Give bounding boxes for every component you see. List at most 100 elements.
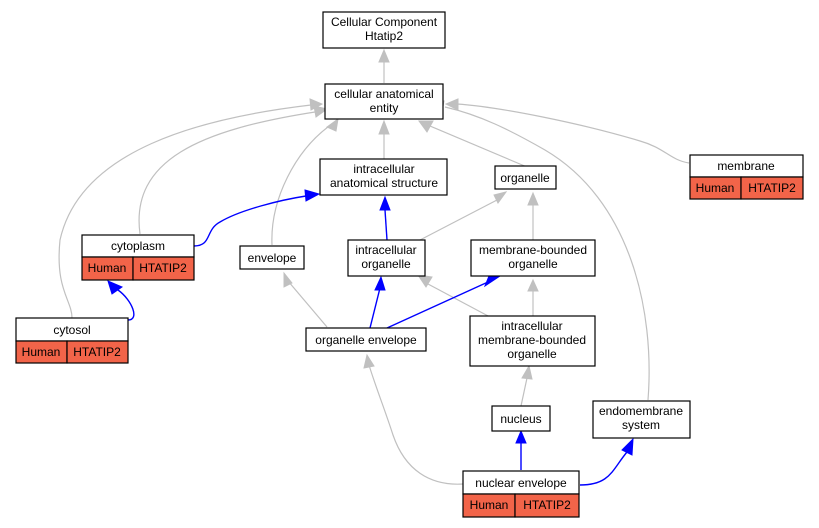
edge-ne-to-oe	[368, 364, 464, 485]
arrowhead	[418, 120, 434, 133]
arrowhead	[313, 105, 329, 118]
node-label: intracellular	[355, 243, 416, 257]
node-box	[491, 405, 551, 432]
node-box	[305, 327, 427, 352]
gene-cell	[740, 176, 804, 200]
node-box	[592, 400, 691, 439]
edge-endo-to-cae	[444, 106, 650, 401]
node-intracellular-anatomical-structure[interactable]: intracellular anatomical structure	[319, 158, 448, 196]
part-of-edges	[117, 195, 628, 486]
gene-label: HTATIP2	[139, 261, 187, 275]
arrowhead	[309, 98, 324, 111]
node-label: membrane	[717, 159, 775, 173]
species-label: Human	[470, 498, 509, 512]
node-envelope[interactable]: envelope	[239, 245, 305, 270]
node-label: intracellular	[501, 319, 562, 333]
node-intracellular-membrane-bounded-organelle[interactable]: intracellular membrane-bounded organelle	[469, 315, 596, 367]
node-label: organelle	[508, 257, 558, 271]
species-label: Human	[22, 345, 61, 359]
node-box	[494, 165, 557, 190]
node-membrane[interactable]: membrane Human HTATIP2	[689, 154, 804, 200]
gene-label: HTATIP2	[523, 498, 571, 512]
node-box	[319, 158, 448, 196]
node-label: Cellular Component	[331, 15, 438, 29]
arrowhead	[363, 353, 375, 369]
edge-imbo-to-io	[427, 283, 491, 318]
node-box	[347, 239, 426, 277]
edge-organelle-to-cae	[429, 125, 528, 168]
edge-io-to-organelle	[419, 199, 498, 241]
node-label: organelle	[361, 257, 411, 271]
gene-cell	[514, 493, 580, 518]
node-label: membrane-bounded	[478, 333, 586, 347]
node-label: Htatip2	[365, 29, 403, 43]
arrowhead	[283, 271, 293, 288]
node-cellular-component[interactable]: Cellular Component Htatip2	[322, 11, 446, 49]
edge-membrane-to-cae	[456, 103, 690, 164]
node-label: membrane-bounded	[479, 243, 587, 257]
species-label: Human	[696, 181, 735, 195]
arrowhead	[379, 195, 391, 211]
arrowhead	[304, 189, 321, 202]
node-label: organelle	[500, 171, 550, 185]
edge-cytoplasm-to-cae	[138, 111, 316, 235]
edge-oe-to-mbo	[386, 281, 489, 329]
node-label: cellular anatomical	[334, 87, 433, 101]
node-membrane-bounded-organelle[interactable]: membrane-bounded organelle	[470, 239, 596, 277]
node-label: cytoplasm	[111, 239, 165, 253]
gene-label: HTATIP2	[73, 345, 121, 359]
node-cytosol[interactable]: cytosol Human HTATIP2	[15, 317, 129, 364]
node-label: organelle envelope	[315, 333, 417, 347]
node-label: entity	[370, 101, 399, 115]
arrowhead	[378, 119, 390, 135]
node-organelle[interactable]: organelle	[494, 165, 557, 190]
node-label: cytosol	[53, 323, 90, 337]
node-box	[322, 11, 446, 49]
arrowhead	[527, 278, 539, 292]
node-label: envelope	[248, 251, 297, 265]
node-box	[469, 315, 596, 367]
node-box	[324, 83, 444, 120]
edge-cytosol-to-cytoplasm	[117, 289, 135, 321]
node-endomembrane-system[interactable]: endomembrane system	[592, 400, 691, 439]
node-label: system	[622, 418, 660, 432]
species-label: Human	[88, 261, 127, 275]
arrowhead	[326, 117, 339, 132]
edge-oe-to-io	[369, 287, 381, 329]
node-box	[470, 239, 596, 277]
node-label: intracellular	[353, 162, 414, 176]
edge-cytoplasm-to-ias	[193, 195, 307, 247]
gene-label: HTATIP2	[748, 181, 796, 195]
node-intracellular-organelle[interactable]: intracellular organelle	[347, 239, 426, 277]
arrowhead	[444, 98, 459, 111]
node-label: anatomical structure	[330, 176, 438, 190]
arrowhead	[107, 280, 124, 295]
gene-cell	[66, 340, 129, 364]
node-organelle-envelope[interactable]: organelle envelope	[305, 327, 427, 352]
arrowhead	[521, 364, 533, 380]
node-label: nuclear envelope	[475, 476, 567, 490]
node-label: organelle	[507, 347, 557, 361]
node-label: endomembrane	[599, 404, 683, 418]
edge-ne-to-endo	[579, 451, 628, 486]
edge-oe-to-envelope	[287, 280, 328, 328]
node-label: nucleus	[500, 412, 541, 426]
arrowhead	[374, 275, 386, 291]
node-box	[239, 245, 305, 270]
node-cytoplasm[interactable]: cytoplasm Human HTATIP2	[81, 234, 195, 281]
node-nucleus[interactable]: nucleus	[491, 405, 551, 432]
node-cellular-anatomical-entity[interactable]: cellular anatomical entity	[324, 83, 444, 120]
arrowhead	[515, 429, 527, 444]
edge-io-to-ias	[384, 209, 388, 241]
arrowhead	[621, 437, 634, 456]
edge-nucleus-to-imbo	[520, 377, 528, 407]
node-nuclear-envelope[interactable]: nuclear envelope Human HTATIP2	[462, 470, 580, 518]
gene-cell	[132, 256, 195, 281]
arrowhead	[483, 275, 502, 288]
arrowhead	[527, 191, 539, 206]
arrowhead	[493, 191, 508, 204]
is-a-edges	[58, 62, 690, 485]
edge-cytosol-to-cae	[58, 104, 312, 319]
arrowhead	[378, 48, 390, 63]
